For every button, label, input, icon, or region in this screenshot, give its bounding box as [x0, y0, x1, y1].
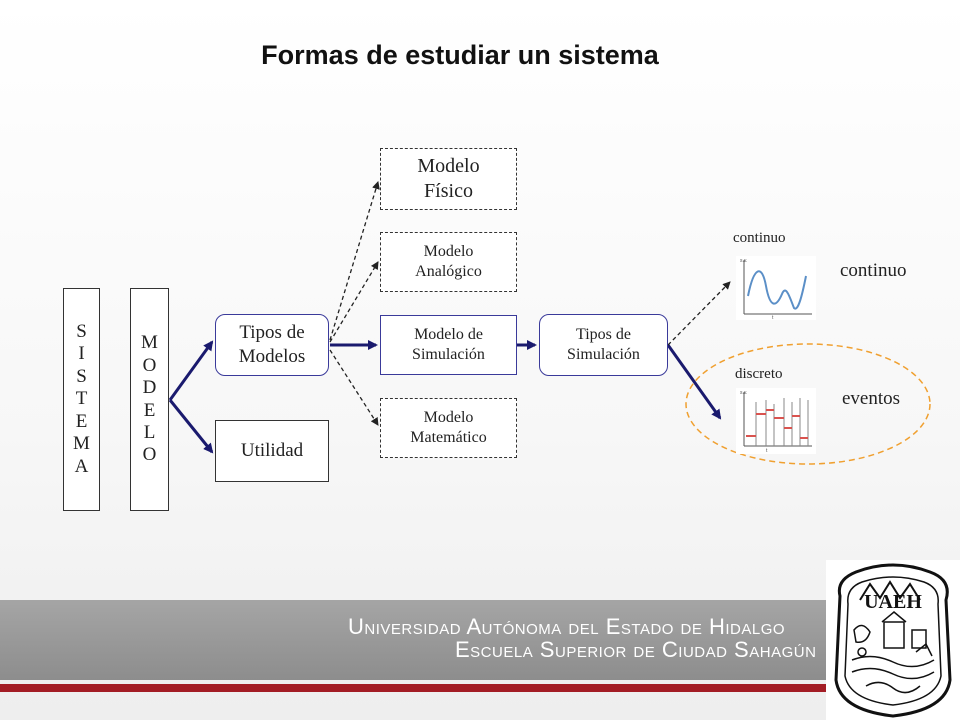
step-segments — [746, 409, 808, 439]
bold-arrows — [168, 340, 722, 454]
continuo-large-label: continuo — [840, 260, 907, 281]
page-title: Formas de estudiar un sistema — [261, 40, 659, 70]
sistema-letter: T — [75, 388, 88, 410]
utilidad-box: Utilidad — [215, 420, 329, 482]
arrow-to-analogico — [329, 261, 379, 343]
sistema-letter: A — [74, 455, 89, 477]
modelo-analogico-line: Analógico — [415, 263, 482, 280]
modelo-analogico-box: Modelo Analógico — [380, 232, 517, 292]
sistema-letter: E — [75, 410, 88, 432]
arrow-to-matematico — [329, 349, 379, 426]
modelo-simulacion-line: Modelo de — [414, 326, 483, 343]
discrete-axis-label: s.v. — [740, 390, 747, 396]
utilidad-label: Utilidad — [240, 440, 304, 462]
sistema-letter: S — [76, 365, 87, 387]
arrow-modelo-utilidad — [168, 399, 214, 454]
sistema-box: S I S T E M A — [63, 288, 100, 511]
arrow-modelo-tipos — [168, 340, 214, 401]
tipos-simulacion-line: Simulación — [567, 346, 640, 363]
modelo-box: M O D E L O — [130, 288, 169, 511]
modelo-letter: O — [142, 354, 157, 376]
discrete-plot-thumbnail: s.v. t — [736, 388, 816, 454]
modelo-letter: L — [143, 421, 156, 443]
school-name: Escuela Superior de Ciudad Sahagún — [455, 637, 817, 662]
footer-red-line — [0, 684, 960, 692]
arrow-to-fisico — [329, 181, 380, 341]
dashed-arrows — [329, 181, 731, 426]
eventos-ellipse — [685, 343, 931, 465]
eventos-label: eventos — [842, 388, 901, 409]
tipos-de-simulacion-box: Tipos de Simulación — [539, 314, 668, 376]
modelo-letter: O — [142, 444, 157, 466]
sistema-letter: S — [76, 321, 87, 343]
sistema-letter: M — [73, 433, 90, 455]
university-name: Universidad Autónoma del Estado de Hidal… — [348, 614, 786, 639]
footer-band — [0, 600, 960, 680]
arrow-to-continuo — [667, 281, 731, 346]
continuous-plot-thumbnail: s.v. t — [736, 256, 816, 320]
modelo-matematico-box: Modelo Matemático — [380, 398, 517, 458]
modelo-matematico-line: Matemático — [410, 429, 487, 446]
modelo-fisico-line: Físico — [424, 180, 473, 202]
modelo-simulacion-box: Modelo de Simulación — [380, 315, 517, 375]
logo-lettering: UAEH — [864, 591, 922, 613]
tipos-modelos-line: Modelos — [238, 346, 306, 367]
tipos-simulacion-line: Tipos de — [576, 326, 631, 343]
continuous-curve — [747, 270, 807, 310]
arrow-to-discreto — [666, 344, 722, 420]
modelo-fisico-box: Modelo Físico — [380, 148, 517, 210]
modelo-fisico-line: Modelo — [417, 155, 480, 177]
modelo-letter: E — [143, 399, 156, 421]
modelo-matematico-line: Modelo — [423, 409, 474, 426]
modelo-letter: M — [141, 332, 158, 354]
discreto-small-label: discreto — [735, 366, 783, 382]
uaeh-seal-logo: UAEH — [826, 560, 960, 720]
tipos-modelos-line: Tipos de — [239, 322, 305, 344]
continuous-axis-label: s.v. — [740, 258, 747, 264]
modelo-analogico-line: Modelo — [423, 243, 474, 260]
modelo-simulacion-line: Simulación — [412, 346, 485, 363]
sistema-letter: I — [78, 343, 85, 365]
discrete-t-label: t — [766, 448, 768, 454]
tipos-de-modelos-box: Tipos de Modelos — [215, 314, 329, 376]
modelo-letter: D — [142, 377, 157, 399]
continuo-small-label: continuo — [733, 230, 786, 246]
continuous-t-label: t — [772, 315, 774, 320]
